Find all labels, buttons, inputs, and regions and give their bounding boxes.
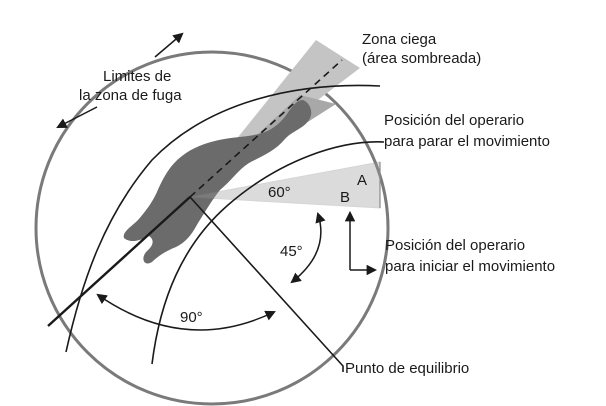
animal-silhouette [123,100,312,264]
point-b-label: B [340,189,350,206]
flight-limit-curve-outer [65,84,381,353]
balance-point-label: Punto de equilibrio [345,360,469,377]
angle-90-arc [96,293,276,331]
stop-position-label-line2: para parar el movimiento [384,133,550,150]
balance-point-line [189,196,344,372]
angle-60-label: 60° [268,184,291,201]
limit-arrow-downleft [56,106,98,128]
point-a-label: A [357,172,367,189]
flight-limits-label-line1: Limites de [103,68,171,85]
start-position-label-line2: para iniciar el movimiento [385,258,555,275]
angle-90-label: 90° [180,309,203,326]
flight-zone-circle [34,50,390,406]
flight-limits-label-line2: la zona de fuga [79,87,182,104]
limit-arrow-upright [154,32,184,58]
stop-position-label-line1: Posición del operario [384,112,524,129]
body-axis-line [47,196,191,327]
blind-zone-label-line1: Zona ciega [362,31,437,48]
blind-zone-axis [189,59,343,198]
start-position-label-line1: Posición del operario [385,237,525,254]
blind-zone-label-line2: (área sombreada) [362,50,481,67]
angle-45-arc [290,211,326,284]
angle-45-label: 45° [280,243,303,260]
